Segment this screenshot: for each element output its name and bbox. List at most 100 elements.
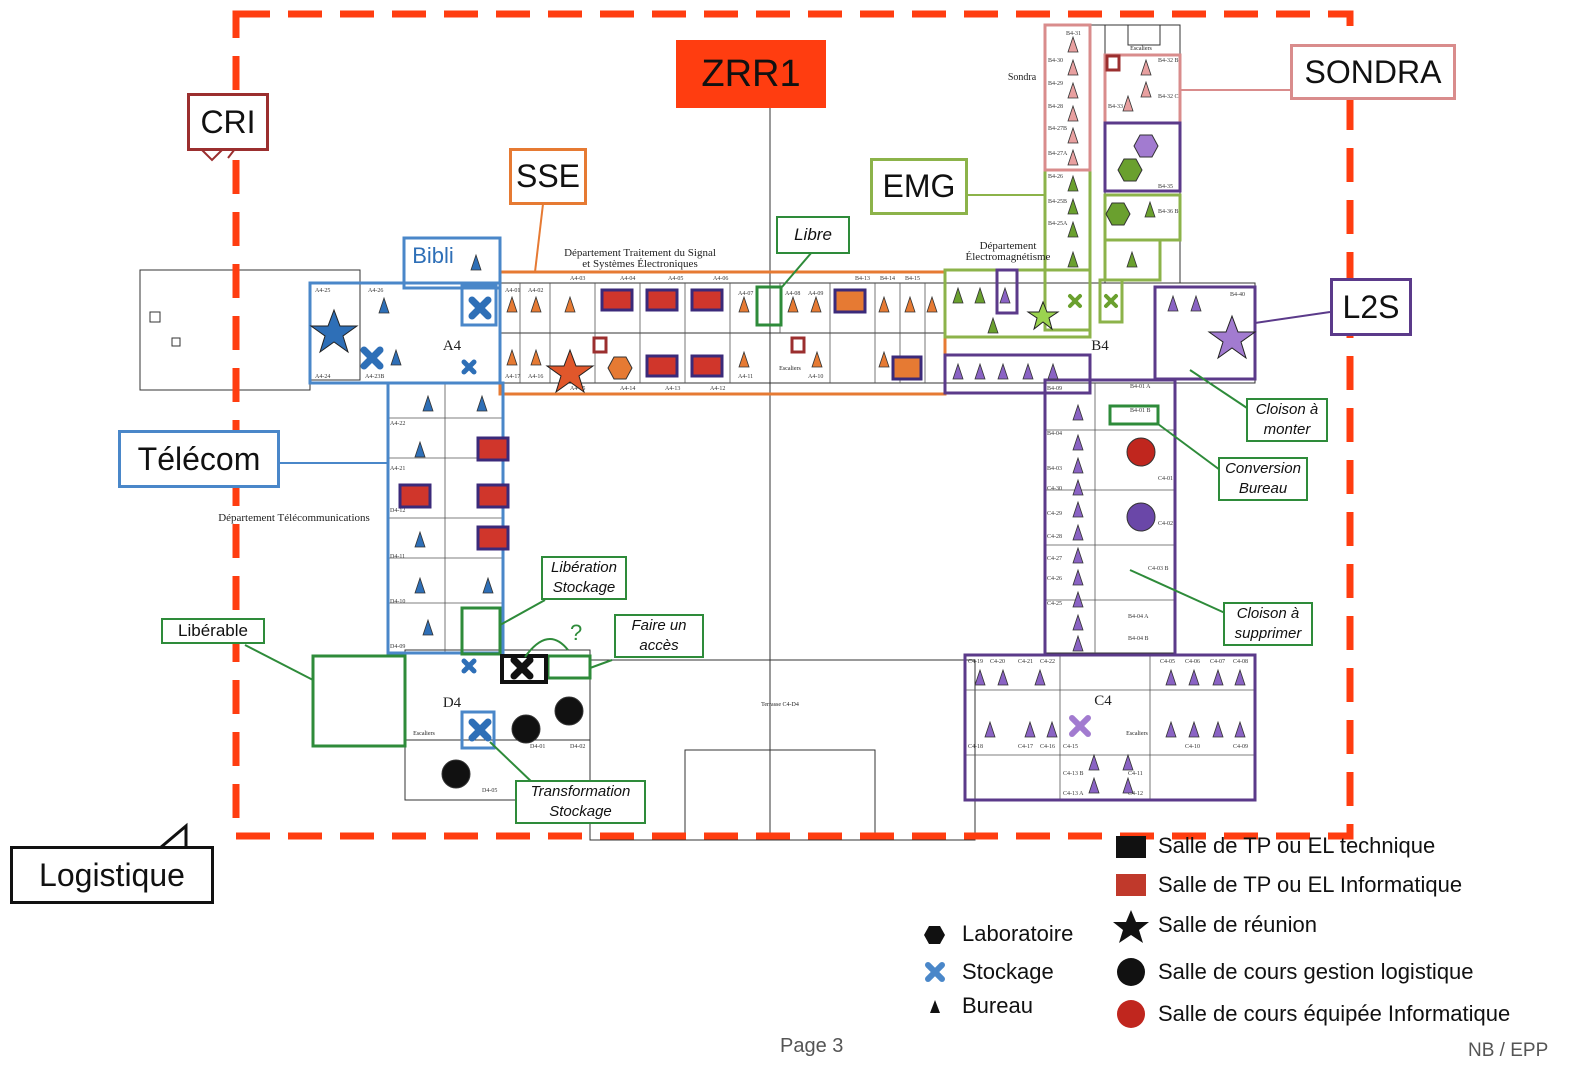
room-walls	[388, 283, 1255, 800]
note-libre: Libre	[776, 216, 850, 254]
svg-text:C4-25: C4-25	[1047, 601, 1062, 607]
dept-signal-line1: Département Traitement du Signal	[564, 247, 716, 259]
stockages	[360, 294, 1118, 742]
svg-text:A4-23B: A4-23B	[365, 374, 384, 380]
svg-text:B4-27A: B4-27A	[1048, 151, 1068, 157]
escaliers-b4: Escaliers	[1130, 46, 1152, 52]
svg-text:B4-03: B4-03	[1047, 466, 1062, 472]
svg-text:A4-24: A4-24	[315, 374, 330, 380]
note-transformation-stockage: Transformation Stockage	[515, 780, 646, 824]
svg-text:B4-40: B4-40	[1230, 292, 1245, 298]
svg-text:A4-06: A4-06	[713, 276, 728, 282]
legend-cours-informatique: Salle de cours équipée Informatique	[1158, 1001, 1511, 1026]
svg-text:C4-13 A: C4-13 A	[1063, 791, 1084, 797]
terrasse-label: Terrasse C4-D4	[761, 702, 799, 708]
salles-reunion	[309, 300, 1257, 394]
legend-stockage: Stockage	[962, 959, 1054, 984]
svg-text:C4-17: C4-17	[1018, 744, 1033, 750]
svg-text:B4-25A: B4-25A	[1048, 221, 1068, 227]
legend-black-circle-icon	[1117, 958, 1145, 986]
bureaux	[378, 35, 1246, 794]
dept-signal-line2: et Systèmes Électroniques	[582, 258, 697, 270]
legend-red-square-icon	[1116, 874, 1146, 896]
laboratoires	[607, 134, 1159, 380]
legend-reunion: Salle de réunion	[1158, 912, 1318, 937]
bibli-label: Bibli	[412, 243, 454, 268]
svg-text:B4-27B: B4-27B	[1048, 126, 1067, 132]
note-liberation-stockage: Libération Stockage	[541, 556, 627, 600]
leader-lines	[159, 89, 1331, 850]
note-cloison-supprimer: Cloison à supprimer	[1223, 602, 1313, 646]
escaliers-a4: Escaliers	[779, 366, 801, 372]
svg-text:C4-19: C4-19	[968, 659, 983, 665]
svg-text:A4-08: A4-08	[785, 291, 800, 297]
svg-text:A4-22: A4-22	[390, 421, 405, 427]
svg-text:C4-30: C4-30	[1047, 486, 1062, 492]
svg-text:B4-36 B: B4-36 B	[1158, 209, 1179, 215]
sse-orange-rooms	[833, 288, 923, 381]
svg-text:C4-07: C4-07	[1210, 659, 1225, 665]
svg-text:D4-09: D4-09	[390, 644, 405, 650]
svg-text:B4-32 C: B4-32 C	[1158, 94, 1179, 100]
svg-text:C4-26: C4-26	[1047, 576, 1062, 582]
svg-text:C4-27: C4-27	[1047, 556, 1062, 562]
svg-text:A4-02: A4-02	[528, 288, 543, 294]
svg-text:D4-02: D4-02	[570, 744, 585, 750]
svg-text:D4-10: D4-10	[390, 599, 405, 605]
svg-text:A4-13: A4-13	[665, 386, 680, 392]
svg-text:B4-04 B: B4-04 B	[1128, 636, 1149, 642]
telecom-label: Télécom	[118, 430, 280, 488]
svg-text:A4-21: A4-21	[390, 466, 405, 472]
svg-text:A4-15: A4-15	[570, 386, 585, 392]
escaliers-c4: Escaliers	[1126, 731, 1148, 737]
svg-text:C4-20: C4-20	[990, 659, 1005, 665]
dept-emg-line1: Département	[980, 240, 1037, 252]
legend-laboratoire: Laboratoire	[962, 921, 1074, 946]
note-liberable: Libérable	[161, 618, 265, 644]
legend-triangle-icon	[930, 1000, 940, 1013]
tp-technique-room	[500, 654, 548, 684]
question-mark: ?	[570, 620, 582, 645]
svg-text:B4-14: B4-14	[880, 276, 895, 282]
svg-text:B4-04 A: B4-04 A	[1128, 614, 1149, 620]
legend-tp-technique: Salle de TP ou EL technique	[1158, 833, 1436, 858]
svg-text:B4-30: B4-30	[1048, 58, 1063, 64]
svg-text:B4-25B: B4-25B	[1048, 199, 1067, 205]
zrr1-boundary	[232, 10, 1354, 840]
svg-text:B4-09: B4-09	[1047, 386, 1062, 392]
svg-text:B4-35: B4-35	[1158, 184, 1173, 190]
svg-text:B4-29: B4-29	[1048, 81, 1063, 87]
svg-text:A4-04: A4-04	[620, 276, 635, 282]
svg-text:C4-11: C4-11	[1128, 771, 1143, 777]
svg-text:B4-31: B4-31	[1066, 31, 1081, 37]
svg-text:C4-28: C4-28	[1047, 534, 1062, 540]
sondra-label: SONDRA	[1290, 44, 1456, 100]
svg-text:A4-05: A4-05	[668, 276, 683, 282]
svg-text:A4-26: A4-26	[368, 288, 383, 294]
page-number: Page 3	[780, 1035, 844, 1057]
svg-text:B4-01 A: B4-01 A	[1130, 384, 1151, 390]
l2s-label: L2S	[1330, 278, 1412, 336]
svg-text:A4-14: A4-14	[620, 386, 635, 392]
svg-text:A4-17: A4-17	[505, 374, 520, 380]
svg-text:B4-13: B4-13	[855, 276, 870, 282]
emg-label: EMG	[870, 158, 968, 215]
svg-text:C4-09: C4-09	[1233, 744, 1248, 750]
legend-black-square-icon	[1116, 836, 1146, 858]
wing-d4-label: D4	[443, 695, 462, 711]
logistique-label: Logistique	[10, 846, 214, 904]
legend-bureau: Bureau	[962, 993, 1033, 1018]
legend-star-icon	[1113, 910, 1149, 943]
svg-text:B4-33: B4-33	[1108, 104, 1123, 110]
svg-text:B4-28: B4-28	[1048, 104, 1063, 110]
escaliers-d4: Escaliers	[413, 731, 435, 737]
legend-hexagon-icon	[924, 926, 945, 944]
svg-text:A4-25: A4-25	[315, 288, 330, 294]
svg-text:C4-22: C4-22	[1040, 659, 1055, 665]
libre-zones	[311, 285, 1160, 748]
svg-text:B4-26: B4-26	[1048, 174, 1063, 180]
note-conversion-bureau: Conversion Bureau	[1218, 457, 1308, 501]
svg-text:A4-09: A4-09	[808, 291, 823, 297]
note-faire-acces: Faire un accès	[614, 614, 704, 658]
